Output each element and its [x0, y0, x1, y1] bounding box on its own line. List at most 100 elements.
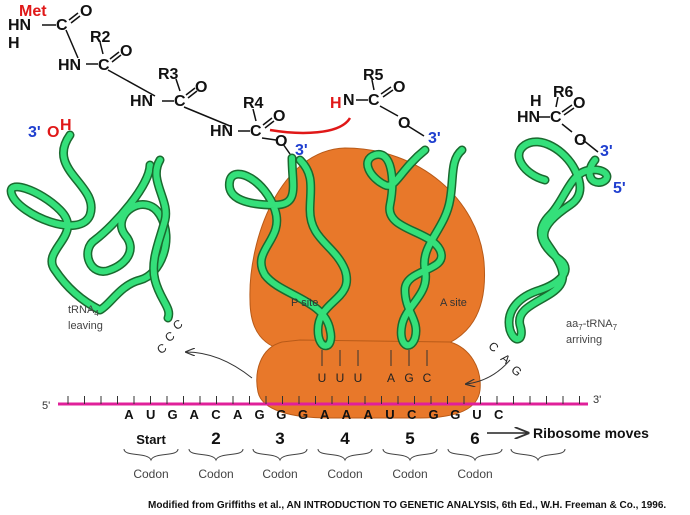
- codon-label: Codon: [262, 467, 297, 481]
- anticodon-stems: [321, 350, 428, 366]
- a-site-label: A site: [440, 297, 467, 309]
- codon-number: 4: [340, 429, 350, 448]
- svg-text:O: O: [120, 43, 132, 60]
- mrna-base: A: [342, 407, 352, 422]
- svg-text:HN: HN: [517, 109, 540, 126]
- mrna-base: C: [211, 407, 221, 422]
- svg-text:HN: HN: [8, 17, 31, 34]
- codon-label: Codon: [457, 467, 492, 481]
- met-label: Met: [19, 3, 47, 20]
- mrna-base: G: [167, 407, 177, 422]
- mrna-base: U: [472, 407, 481, 422]
- trna-arriving-anticodon: CAG: [486, 339, 525, 380]
- trna-leaving-anticodon: CCC: [154, 316, 185, 357]
- mrna-strand: [58, 396, 588, 406]
- oh-o: O: [47, 124, 59, 141]
- mrna-base: G: [450, 407, 460, 422]
- polypeptide-chain: [42, 12, 599, 155]
- codon-brace: [447, 448, 503, 462]
- trna-leaving-3prime: 3': [28, 124, 41, 141]
- p-site-anticodon-base: U: [318, 371, 327, 385]
- a-site-anticodon-base: A: [387, 371, 395, 385]
- codon-number: 5: [405, 429, 414, 448]
- p-site-anticodon-base: U: [336, 371, 345, 385]
- svg-text:R2: R2: [90, 29, 111, 46]
- svg-text:N: N: [343, 92, 355, 109]
- svg-text:C: C: [56, 17, 68, 34]
- trna-arriving-label: aa7-tRNA7 arriving: [566, 318, 618, 346]
- trna-a-site: [363, 145, 467, 350]
- mrna-base: A: [190, 407, 200, 422]
- trna-arriving-arrow: [466, 359, 511, 384]
- codon-brace: [188, 448, 244, 462]
- end-labels: 3' O H 3' 3' 3' 5': [28, 117, 626, 197]
- codon-brace: [252, 448, 308, 462]
- codon-label: Codon: [198, 467, 233, 481]
- svg-text:O: O: [398, 115, 410, 132]
- svg-text:C: C: [174, 93, 186, 110]
- trna-leaving-arrow: [186, 352, 253, 379]
- mrna-base: U: [385, 407, 394, 422]
- trna-arriving-5prime: 5': [613, 180, 626, 197]
- mrna-base: A: [233, 407, 243, 422]
- codon-number: 3: [275, 429, 284, 448]
- trna-p-site: [224, 153, 352, 351]
- mrna-five-prime-label: 5': [42, 400, 50, 412]
- svg-text:H: H: [8, 35, 20, 52]
- mrna-base: A: [124, 407, 134, 422]
- svg-text:O: O: [573, 95, 585, 112]
- leaving-anticodon-base: C: [170, 316, 185, 333]
- ribosome-moves-label: Ribosome moves: [533, 425, 649, 441]
- mrna-three-prime-label: 3': [593, 394, 601, 406]
- codon-label: Codon: [392, 467, 427, 481]
- svg-text:O: O: [275, 133, 287, 150]
- svg-text:R4: R4: [243, 95, 264, 112]
- codon-label: Codon: [133, 467, 168, 481]
- svg-text:C: C: [550, 109, 562, 126]
- p-site-anticodon-base: U: [354, 371, 363, 385]
- trna-leaving: [6, 130, 174, 323]
- svg-text:H: H: [530, 93, 542, 110]
- codon-label: Codon: [327, 467, 362, 481]
- arriving-anticodon-base: C: [486, 339, 502, 356]
- mrna-base: U: [146, 407, 155, 422]
- svg-text:C: C: [368, 92, 380, 109]
- codon-brace: [123, 448, 179, 462]
- svg-text:aa7-tRNA7: aa7-tRNA7: [566, 318, 618, 332]
- a-site-anticodon-base: G: [404, 371, 413, 385]
- svg-text:O: O: [195, 79, 207, 96]
- chain-labels: Met HN H C O R2 HN C O R3 HN C O R4 HN C…: [8, 3, 586, 150]
- svg-text:C: C: [98, 57, 110, 74]
- mrna-base: G: [298, 407, 308, 422]
- codon-number: Start: [136, 432, 166, 447]
- svg-text:arriving: arriving: [566, 334, 602, 346]
- arriving-anticodon-base: G: [508, 363, 524, 380]
- svg-text:tRNA4: tRNA4: [68, 304, 99, 318]
- mrna-base: C: [407, 407, 417, 422]
- leaving-anticodon-base: C: [162, 328, 177, 345]
- svg-text:leaving: leaving: [68, 320, 103, 332]
- codon-brace: [510, 448, 566, 462]
- p-site-label: P site: [291, 297, 318, 309]
- mrna-base: G: [428, 407, 438, 422]
- mrna-base: C: [494, 407, 504, 422]
- svg-text:O: O: [393, 79, 405, 96]
- trna-p-3prime: 3': [295, 142, 308, 159]
- leaving-anticodon-base: C: [154, 340, 169, 357]
- codon-brace: [317, 448, 373, 462]
- mrna-base: G: [276, 407, 286, 422]
- mrna-base: G: [254, 407, 264, 422]
- credit-line: Modified from Griffiths et al., AN INTRO…: [148, 500, 666, 511]
- mrna-base: A: [320, 407, 330, 422]
- ribosome-small-subunit: [256, 339, 481, 419]
- svg-text:HN: HN: [130, 93, 153, 110]
- svg-text:C: C: [250, 123, 262, 140]
- svg-text:R3: R3: [158, 66, 179, 83]
- mrna-base: A: [364, 407, 374, 422]
- svg-text:HN: HN: [210, 123, 233, 140]
- trna-arriving: [504, 137, 612, 344]
